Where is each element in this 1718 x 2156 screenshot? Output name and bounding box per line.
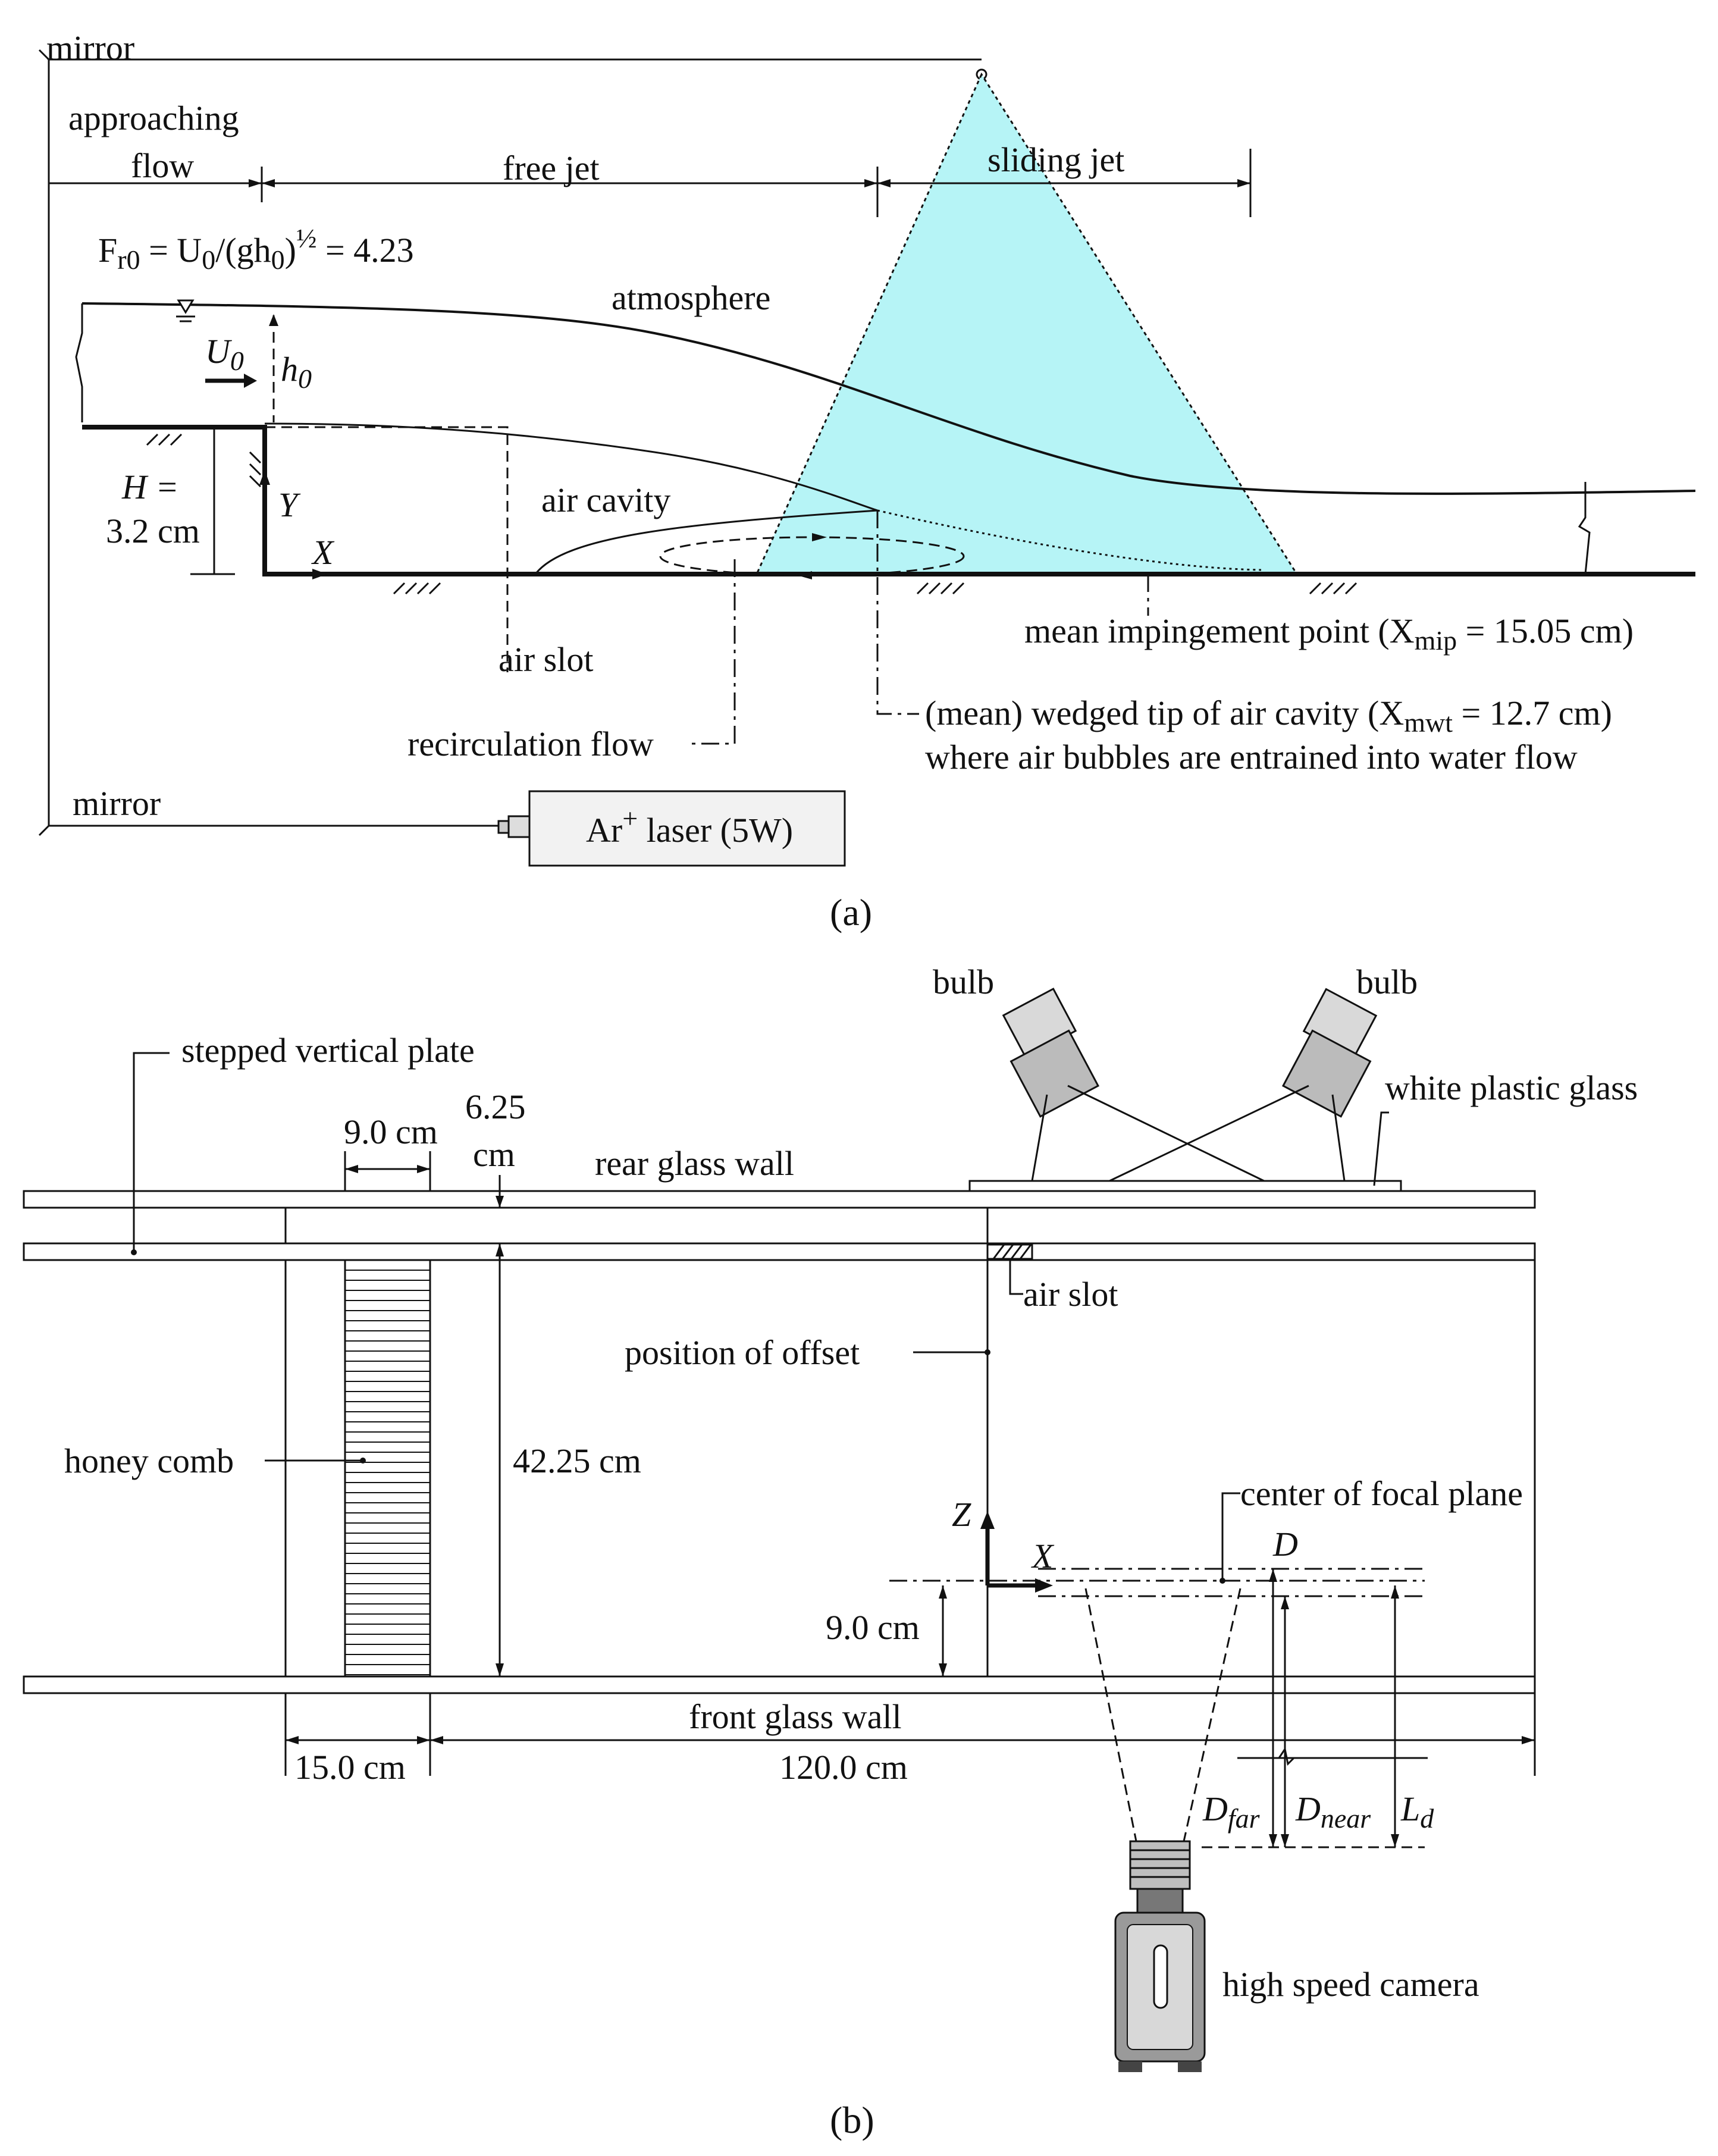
u0-label: U0 xyxy=(205,332,244,376)
lower-nappe xyxy=(264,422,878,512)
dim-15-label: 15.0 cm xyxy=(294,1748,406,1787)
focal-label: center of focal plane xyxy=(1240,1474,1523,1513)
d-near-label: Dnear xyxy=(1295,1790,1371,1834)
y-axis-label: Y xyxy=(278,485,301,524)
honeycomb-label: honey comb xyxy=(64,1441,234,1480)
caption-a: (a) xyxy=(830,891,872,933)
dim-625-label-1: 6.25 xyxy=(465,1088,526,1126)
laser-box xyxy=(528,790,846,867)
wedge-leader xyxy=(876,510,919,715)
rear-wall-label: rear glass wall xyxy=(595,1144,794,1183)
mirror-top-label: mirror xyxy=(46,29,134,67)
wedge-label-2: where air bubbles are entrained into wat… xyxy=(925,738,1578,776)
free-jet-label: free jet xyxy=(503,149,600,187)
wedge-label-1: (mean) wedged tip of air cavity (Xmwt = … xyxy=(925,694,1612,738)
laser-label: Ar+ laser (5W) xyxy=(586,803,793,850)
camera-icon xyxy=(1114,1840,1206,2072)
stepped-plate xyxy=(23,1242,1536,1261)
l-d-label: Ld xyxy=(1400,1790,1434,1834)
impingement-label: mean impingement point (Xmip = 15.05 cm) xyxy=(1024,612,1634,656)
d-label: D xyxy=(1272,1525,1298,1563)
dim-9cm-lower: 9.0 cm xyxy=(826,1608,920,1647)
water-level-symbol xyxy=(177,299,195,314)
air-slot-label: air slot xyxy=(499,640,593,679)
approaching-label: approaching xyxy=(68,99,239,137)
right-bulb-icon xyxy=(1109,988,1378,1182)
white-glass-label: white plastic glass xyxy=(1385,1068,1638,1107)
front-wall-label: front glass wall xyxy=(689,1697,902,1736)
bulb-right-label: bulb xyxy=(1356,963,1418,1001)
air-slot-line xyxy=(265,426,509,672)
air-cavity-boundary xyxy=(534,509,878,575)
recirculation-leader xyxy=(690,559,736,745)
offset-label: position of offset xyxy=(625,1333,860,1372)
camera-label: high speed camera xyxy=(1222,1965,1479,2004)
H-label-1: H = xyxy=(121,468,179,506)
bulb-left-label: bulb xyxy=(933,963,994,1001)
dim-9cm-top: 9.0 cm xyxy=(344,1113,438,1151)
free-surface xyxy=(81,302,1696,495)
mirror-bottom-label: mirror xyxy=(73,784,161,823)
x-axis-label: X xyxy=(311,533,335,572)
caption-b: (b) xyxy=(830,2099,874,2141)
inflow-boundary xyxy=(75,303,83,422)
front-glass-wall xyxy=(23,1675,1536,1694)
stepped-plate-label: stepped vertical plate xyxy=(181,1031,475,1070)
air-slot-label-b: air slot xyxy=(1023,1275,1118,1314)
sliding-jet-label: sliding jet xyxy=(987,140,1124,179)
flow-label: flow xyxy=(131,146,194,185)
rear-glass-wall xyxy=(23,1190,1536,1209)
panel-a: mirror mirror approaching flow free jet … xyxy=(38,29,1696,933)
dim-120-label: 120.0 cm xyxy=(779,1748,908,1787)
dim-625-label-2: cm xyxy=(473,1135,515,1174)
d-far-label: Dfar xyxy=(1202,1790,1261,1834)
H-label-2: 3.2 cm xyxy=(106,512,200,550)
panel-b: bulb bulb white plastic glass rear glass… xyxy=(23,963,1638,2141)
recirculation-label: recirculation flow xyxy=(407,725,654,763)
dim-4225-label: 42.25 cm xyxy=(513,1441,641,1480)
honeycomb-lines xyxy=(345,1270,430,1675)
left-bulb-icon xyxy=(1002,988,1265,1182)
z-axis-label: Z xyxy=(952,1495,971,1534)
white-plastic-glass xyxy=(968,1180,1402,1192)
froude-label: Fr0 = U0/(gh0)½ = 4.23 xyxy=(98,223,414,275)
h0-label: h0 xyxy=(281,350,312,394)
honeycomb xyxy=(344,1259,431,1678)
laser-sheet xyxy=(755,72,1299,575)
atmosphere-label: atmosphere xyxy=(612,278,770,317)
air-cavity-label: air cavity xyxy=(541,481,670,519)
